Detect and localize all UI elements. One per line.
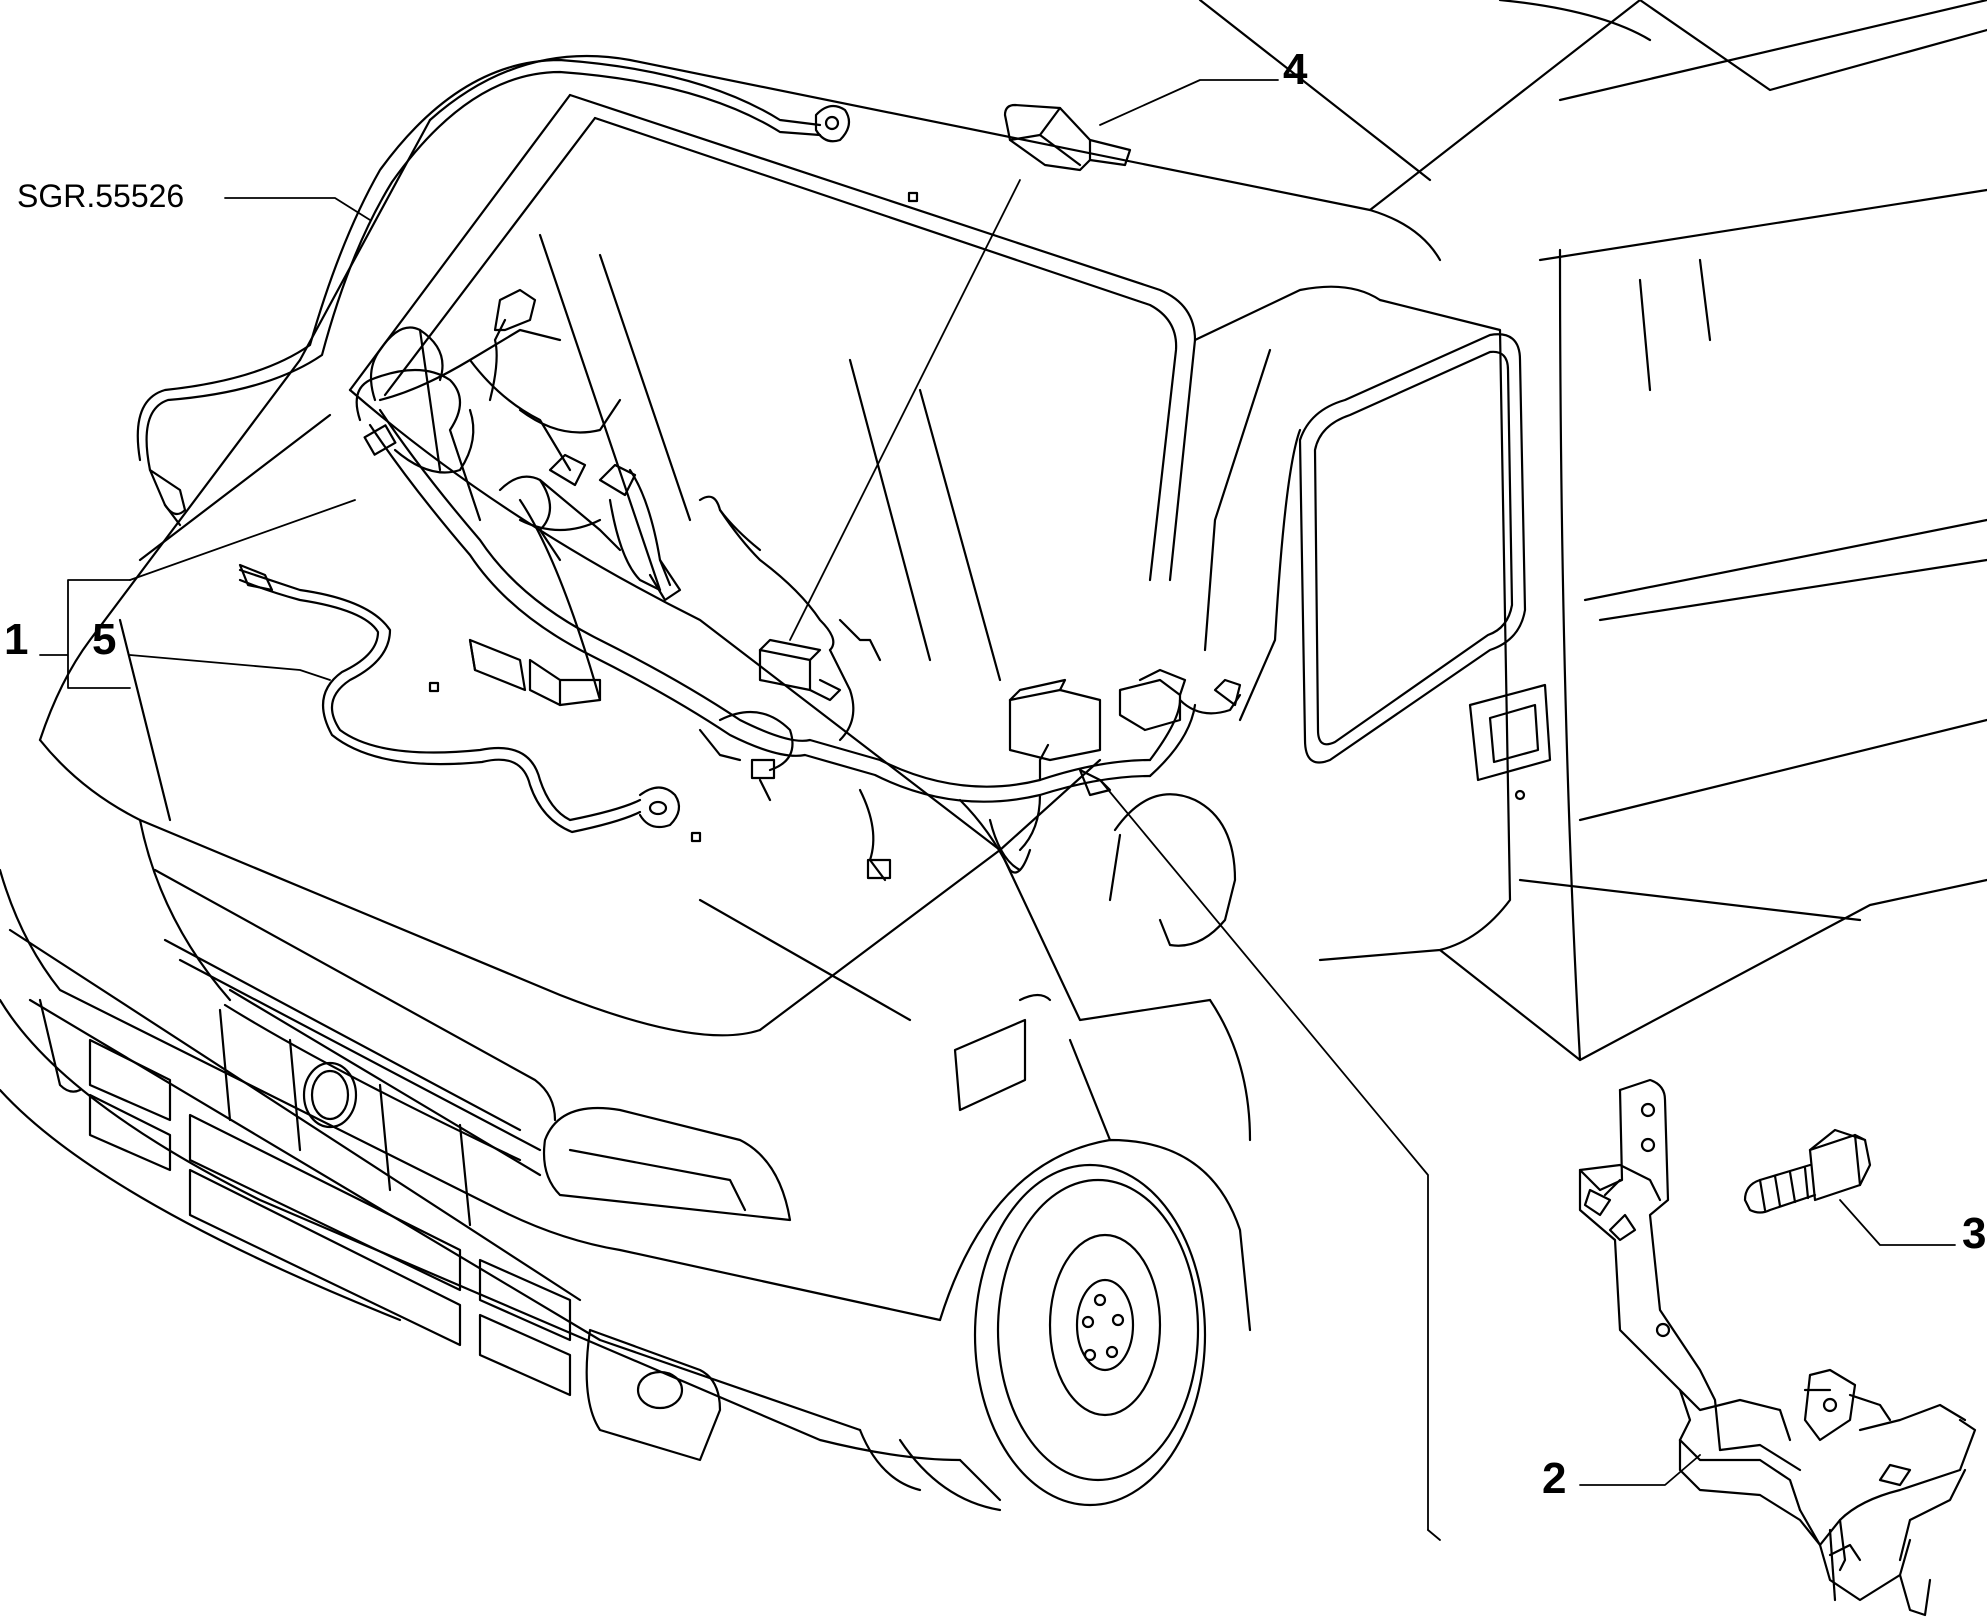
callout-5: 5 <box>92 615 117 664</box>
part-3-bolt <box>1743 1128 1872 1214</box>
leader-item-2-c <box>1427 1529 1441 1541</box>
part-4-clip <box>1003 103 1132 172</box>
leader-item-1-a <box>129 499 356 581</box>
leader-lines <box>39 79 1956 1541</box>
wiring-harness <box>136 58 1242 882</box>
callout-3: 3 <box>1962 1209 1987 1258</box>
leader-item-3 <box>1839 1199 1956 1246</box>
leader-item-1 <box>39 579 131 689</box>
leader-item-2-b <box>1099 779 1429 1531</box>
leader-item-5 <box>129 654 331 681</box>
leader-item-4-b <box>789 179 1021 641</box>
callout-4: 4 <box>1283 45 1308 94</box>
leader-item-4 <box>1099 79 1279 126</box>
leader-item-2 <box>1579 1454 1701 1486</box>
reference-code: SGR.55526 <box>17 178 185 214</box>
callout-2: 2 <box>1542 1454 1567 1503</box>
callout-1: 1 <box>4 615 29 664</box>
leader-reference <box>224 197 371 221</box>
van-body-outline <box>0 0 1987 1512</box>
part-2-bracket <box>1578 1078 1977 1617</box>
